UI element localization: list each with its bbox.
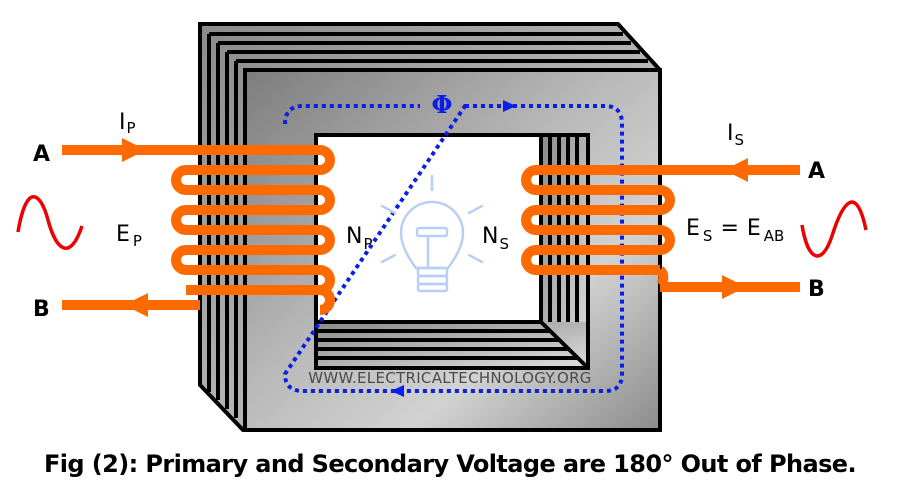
flux-symbol: Φ xyxy=(432,90,453,119)
watermark: WWW.ELECTRICALTECHNOLOGY.ORG xyxy=(308,369,591,387)
secondary-current-label: IS xyxy=(727,121,744,149)
flux-arrow-top xyxy=(503,100,516,112)
primary-current-arrow-out xyxy=(124,293,148,317)
secondary-terminal-a: A xyxy=(808,159,825,184)
secondary-turns-label: NS xyxy=(482,224,509,253)
primary-turns-label: NP xyxy=(346,224,373,253)
primary-winding xyxy=(62,145,335,315)
primary-terminal-a: A xyxy=(33,142,50,167)
primary-current-label: IP xyxy=(119,110,136,137)
flux-path: Φ xyxy=(282,90,624,397)
primary-sine-wave xyxy=(16,195,84,250)
flux-arrow-bottom xyxy=(391,385,404,397)
primary-terminal-b: B xyxy=(33,297,50,322)
figure-caption: Fig (2): Primary and Secondary Voltage a… xyxy=(44,450,857,478)
primary-current-arrow-in xyxy=(122,138,146,162)
secondary-current-arrow-out xyxy=(722,275,746,299)
secondary-current-arrow-in xyxy=(724,158,748,182)
secondary-terminal-b: B xyxy=(808,277,825,302)
secondary-winding xyxy=(521,165,800,292)
secondary-sine-wave xyxy=(800,200,868,258)
light-bulb-icon xyxy=(380,174,484,293)
